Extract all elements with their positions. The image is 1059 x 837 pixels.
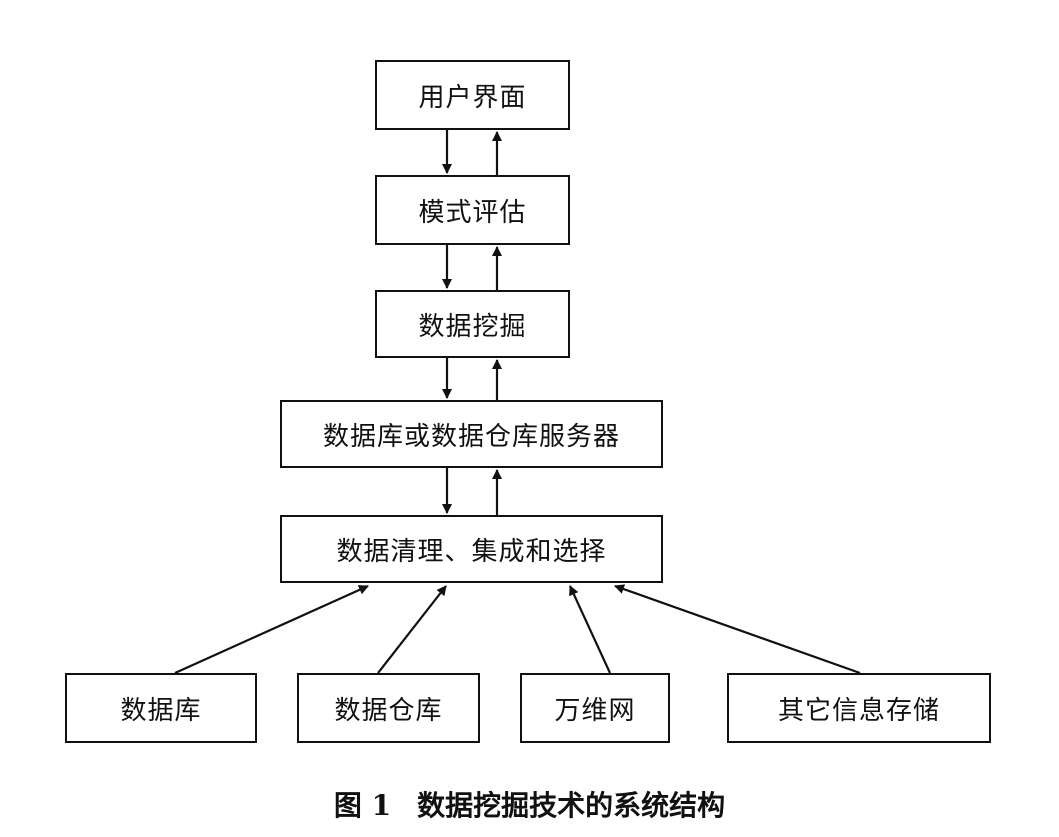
figure-title: 数据挖掘技术的系统结构 [417,789,726,822]
arrow-other-to-cleaning [614,584,861,675]
node-label: 模式评估 [418,197,527,228]
arrow-database-to-cleaning [174,584,369,675]
arrow-warehouse-to-cleaning [377,585,447,674]
node-data-cleaning: 数据清理、集成和选择 [280,515,663,583]
node-label: 用户界面 [418,82,527,113]
node-data-warehouse: 数据仓库 [297,673,480,743]
node-label: 数据清理、集成和选择 [336,536,607,567]
node-label: 万维网 [554,695,636,726]
node-label: 其它信息存储 [777,695,940,726]
node-label: 数据仓库 [334,695,443,726]
node-label: 数据库或数据仓库服务器 [322,421,620,452]
figure-caption: 图 1 数据挖掘技术的系统结构 [0,784,1059,824]
node-user-interface: 用户界面 [375,60,570,130]
node-other-storage: 其它信息存储 [727,673,991,743]
node-world-wide-web: 万维网 [520,673,670,743]
node-label: 数据挖掘 [418,311,527,342]
arrow-web-to-cleaning [569,585,611,674]
node-database-server: 数据库或数据仓库服务器 [280,400,663,468]
node-database: 数据库 [65,673,257,743]
node-label: 数据库 [120,695,202,726]
node-data-mining: 数据挖掘 [375,290,570,358]
node-pattern-evaluation: 模式评估 [375,175,570,245]
figure-number: 图 1 [333,789,392,822]
